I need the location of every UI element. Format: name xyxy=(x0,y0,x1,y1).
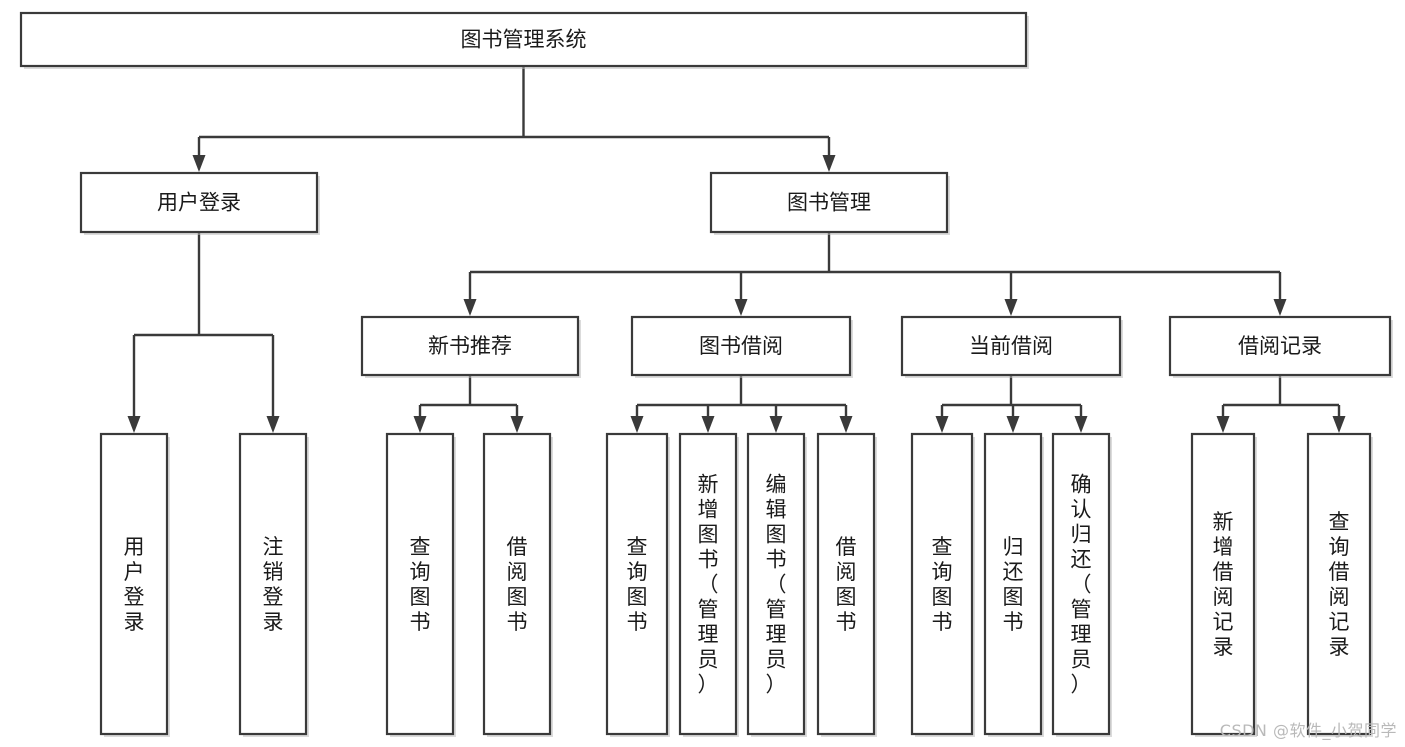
csdn-watermark: CSDN @软件_小贺同学 xyxy=(1219,721,1397,740)
node-rect[interactable] xyxy=(709,171,949,234)
arrow-head-icon xyxy=(413,416,427,433)
arrow-head-icon xyxy=(734,299,748,316)
node-leaf-edit-book-admin[interactable]: 编辑图书（管理员） xyxy=(746,432,807,737)
arrow-head-icon xyxy=(839,416,853,433)
arrow-head-icon xyxy=(1074,416,1088,433)
node-rect[interactable] xyxy=(816,432,876,736)
arrow-head-icon xyxy=(463,299,477,316)
node-rect[interactable] xyxy=(630,315,852,377)
node-rect[interactable] xyxy=(1168,315,1392,377)
node-label: 查询借阅记录 xyxy=(1329,510,1350,659)
node-leaf-query-borrow-record[interactable]: 查询借阅记录 xyxy=(1306,432,1373,737)
node-leaf-query-book-3[interactable]: 查询图书 xyxy=(910,432,975,737)
node-label: 查询图书 xyxy=(410,535,431,634)
node-rect[interactable] xyxy=(19,11,1028,68)
node-rect[interactable] xyxy=(482,432,552,736)
node-label: 图书管理系统 xyxy=(461,28,587,52)
connector-layer xyxy=(127,66,1346,433)
node-rect[interactable] xyxy=(385,432,455,736)
node-label: 确认归还（管理员） xyxy=(1071,473,1092,697)
node-leaf-return-book[interactable]: 归还图书 xyxy=(983,432,1044,737)
arrow-head-icon xyxy=(266,416,280,433)
node-leaf-user-login[interactable]: 用户登录 xyxy=(99,432,170,737)
node-rect[interactable] xyxy=(900,315,1122,377)
node-label: 用户登录 xyxy=(124,535,145,634)
arrow-head-icon xyxy=(1216,416,1230,433)
arrow-head-icon xyxy=(192,155,206,172)
node-rect[interactable] xyxy=(79,171,319,234)
node-rect[interactable] xyxy=(238,432,308,736)
node-rect[interactable] xyxy=(746,432,806,736)
arrow-head-icon xyxy=(701,416,715,433)
node-label: 当前借阅 xyxy=(969,334,1053,358)
node-label: 编辑图书（管理员） xyxy=(766,473,787,697)
node-borrow-record[interactable]: 借阅记录 xyxy=(1168,315,1393,378)
arrow-head-icon xyxy=(510,416,524,433)
node-rect[interactable] xyxy=(99,432,169,736)
node-rect[interactable] xyxy=(1190,432,1256,736)
node-user-login[interactable]: 用户登录 xyxy=(79,171,320,235)
node-label: 用户登录 xyxy=(157,191,241,215)
node-label: 查询图书 xyxy=(627,535,648,634)
node-label: 图书管理 xyxy=(787,191,871,215)
arrow-head-icon xyxy=(1004,299,1018,316)
node-rect[interactable] xyxy=(605,432,669,736)
arrow-head-icon xyxy=(1332,416,1346,433)
node-label: 借阅记录 xyxy=(1238,334,1322,358)
arrow-head-icon xyxy=(1273,299,1287,316)
node-leaf-confirm-return-admin[interactable]: 确认归还（管理员） xyxy=(1051,432,1112,737)
node-leaf-borrow-book-1[interactable]: 借阅图书 xyxy=(482,432,553,737)
node-leaf-borrow-book-2[interactable]: 借阅图书 xyxy=(816,432,877,737)
arrow-head-icon xyxy=(127,416,141,433)
node-rect[interactable] xyxy=(1051,432,1111,736)
node-layer: 图书管理系统用户登录图书管理新书推荐图书借阅当前借阅借阅记录用户登录注销登录查询… xyxy=(19,11,1393,737)
node-label: 注销登录 xyxy=(263,535,284,634)
node-leaf-query-book-2[interactable]: 查询图书 xyxy=(605,432,670,737)
node-leaf-user-logout[interactable]: 注销登录 xyxy=(238,432,309,737)
node-leaf-query-book-1[interactable]: 查询图书 xyxy=(385,432,456,737)
node-current-borrow[interactable]: 当前借阅 xyxy=(900,315,1123,378)
arrow-head-icon xyxy=(822,155,836,172)
node-leaf-add-borrow-record[interactable]: 新增借阅记录 xyxy=(1190,432,1257,737)
node-rect[interactable] xyxy=(678,432,738,736)
node-book-manage[interactable]: 图书管理 xyxy=(709,171,950,235)
node-label: 新书推荐 xyxy=(428,334,512,358)
node-label: 借阅图书 xyxy=(836,535,857,634)
arrow-head-icon xyxy=(630,416,644,433)
node-book-borrow[interactable]: 图书借阅 xyxy=(630,315,853,378)
node-rect[interactable] xyxy=(983,432,1043,736)
node-rect[interactable] xyxy=(360,315,580,377)
node-rect[interactable] xyxy=(910,432,974,736)
arrow-head-icon xyxy=(1006,416,1020,433)
node-label: 查询图书 xyxy=(932,535,953,634)
node-label: 新增图书（管理员） xyxy=(698,473,719,697)
node-label: 图书借阅 xyxy=(699,334,783,358)
arrow-head-icon xyxy=(769,416,783,433)
node-label: 新增借阅记录 xyxy=(1213,510,1234,659)
node-label: 借阅图书 xyxy=(507,535,528,634)
node-rect[interactable] xyxy=(1306,432,1372,736)
node-root[interactable]: 图书管理系统 xyxy=(19,11,1029,69)
node-label: 归还图书 xyxy=(1003,535,1024,634)
node-leaf-add-book-admin[interactable]: 新增图书（管理员） xyxy=(678,432,739,737)
node-new-book-recommend[interactable]: 新书推荐 xyxy=(360,315,581,378)
arrow-head-icon xyxy=(935,416,949,433)
